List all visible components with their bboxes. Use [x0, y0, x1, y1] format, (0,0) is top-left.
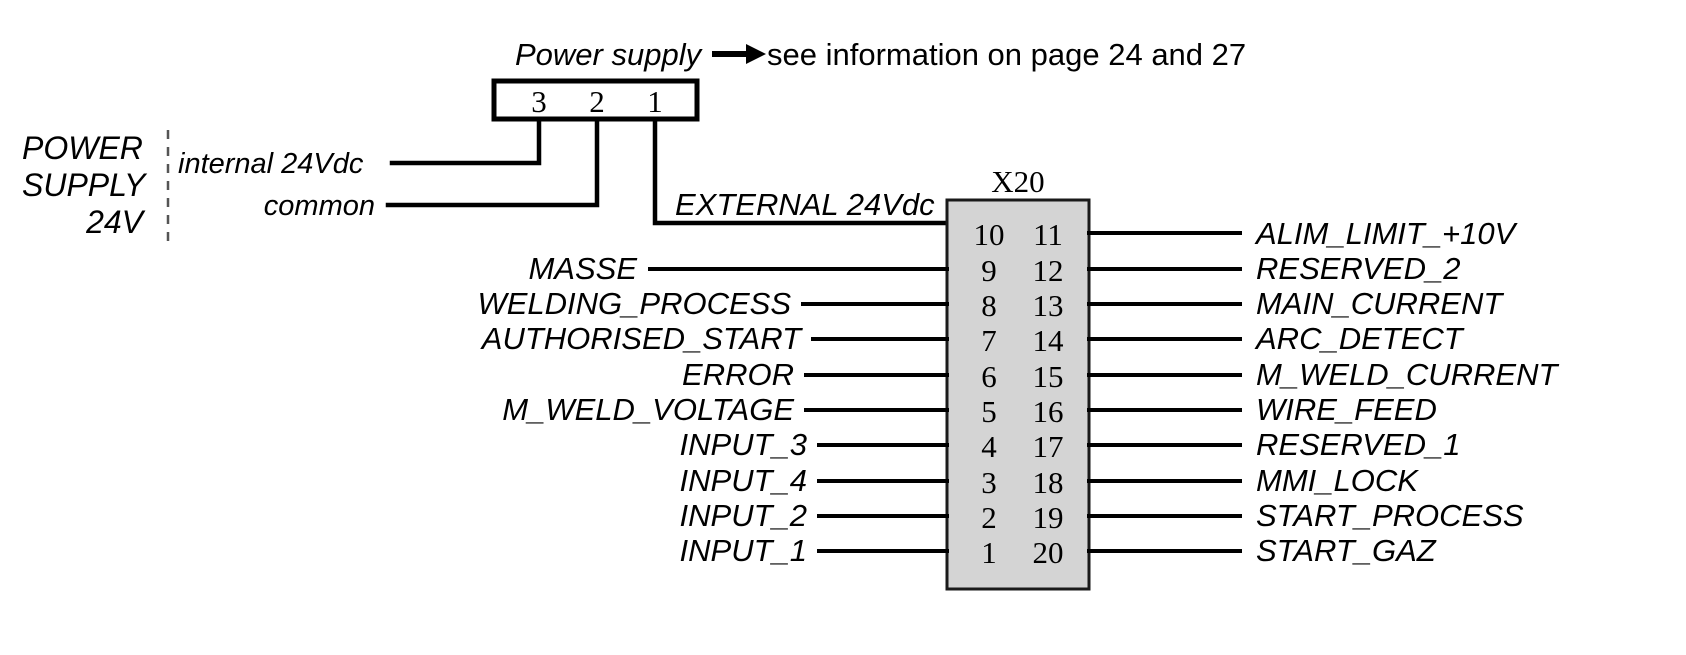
right-arrow-icon: [712, 44, 766, 64]
signal-right-14: ARC_DETECT: [1254, 321, 1465, 356]
reference-note: see information on page 24 and 27: [767, 37, 1246, 72]
signal-left-3: INPUT_4: [680, 463, 807, 498]
connector-right-pin-15: 15: [1033, 359, 1064, 394]
signal-left-1: INPUT_1: [680, 533, 807, 568]
connector-left-pin-2: 2: [981, 500, 997, 535]
connector-left-pin-9: 9: [981, 253, 997, 288]
connector-left-pin-7: 7: [981, 323, 997, 358]
wire-common: [385, 116, 600, 208]
power-supply-title-line-2: SUPPLY: [22, 167, 148, 203]
signal-right-18: MMI_LOCK: [1256, 463, 1419, 498]
connector-right-pin-12: 12: [1033, 253, 1064, 288]
connector-right-pin-13: 13: [1033, 288, 1064, 323]
connector-left-pin-10: 10: [974, 217, 1005, 252]
connector-right-pin-18: 18: [1033, 465, 1064, 500]
common-label: common: [264, 190, 375, 222]
external-24vdc-label: EXTERNAL 24Vdc: [675, 187, 935, 222]
connector-name-x20: X20: [991, 164, 1044, 199]
signal-right-19: START_PROCESS: [1256, 498, 1524, 533]
signal-left-9: MASSE: [528, 251, 637, 286]
connector-right-pin-19: 19: [1033, 500, 1064, 535]
connector-left-pin-1: 1: [981, 535, 997, 570]
connector-x20-body: [945, 198, 1091, 591]
signal-right-12: RESERVED_2: [1256, 251, 1460, 286]
signal-left-7: AUTHORISED_START: [480, 321, 803, 356]
terminal-pin-3: 3: [531, 84, 547, 119]
connector-left-pin-5: 5: [981, 394, 997, 429]
signal-left-5: M_WELD_VOLTAGE: [502, 392, 794, 427]
terminal-pin-1: 1: [647, 84, 663, 119]
connector-left-pin-3: 3: [981, 465, 997, 500]
connector-right-pin-14: 14: [1033, 323, 1065, 358]
signal-right-13: MAIN_CURRENT: [1256, 286, 1504, 321]
wire-internal-24vdc: [389, 116, 542, 166]
signal-right-15: M_WELD_CURRENT: [1256, 357, 1559, 392]
wire-external-24vdc: [652, 116, 950, 226]
internal-24vdc-label: internal 24Vdc: [178, 148, 364, 180]
signal-right-16: WIRE_FEED: [1256, 392, 1437, 427]
connector-left-pin-4: 4: [981, 429, 997, 464]
connector-left-pin-6: 6: [981, 359, 997, 394]
power-supply-header-label: Power supply: [515, 37, 704, 72]
signal-left-2: INPUT_2: [680, 498, 807, 533]
power-supply-title-line-3: 24V: [85, 204, 146, 240]
signal-left-6: ERROR: [682, 357, 794, 392]
signal-right-20: START_GAZ: [1256, 533, 1437, 568]
signal-right-17: RESERVED_1: [1256, 427, 1460, 462]
connector-left-pin-8: 8: [981, 288, 997, 323]
signal-left-4: INPUT_3: [680, 427, 807, 462]
terminal-pin-2: 2: [589, 84, 605, 119]
signal-right-11: ALIM_LIMIT_+10V: [1254, 216, 1519, 251]
connector-right-pin-11: 11: [1033, 217, 1063, 252]
connector-right-pin-20: 20: [1033, 535, 1064, 570]
power-supply-title-line-1: POWER: [22, 130, 143, 166]
signal-left-8: WELDING_PROCESS: [477, 286, 791, 321]
connector-right-pin-17: 17: [1033, 429, 1064, 464]
connector-right-pin-16: 16: [1033, 394, 1064, 429]
